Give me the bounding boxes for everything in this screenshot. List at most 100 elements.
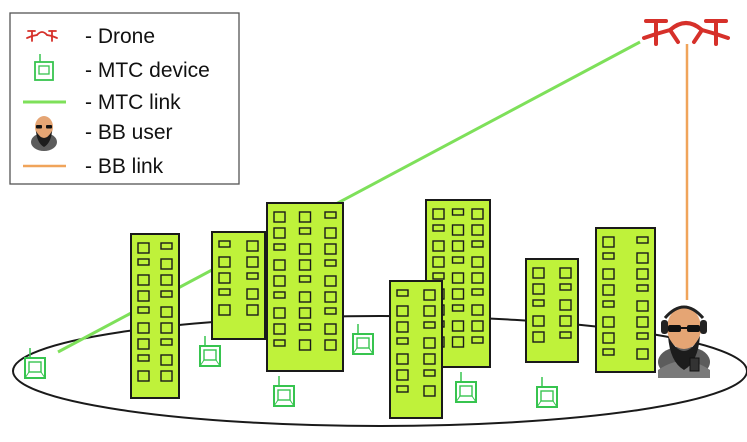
building-window (160, 370, 173, 382)
building-window (451, 256, 465, 264)
building-window (298, 259, 312, 271)
building-window (218, 240, 231, 248)
building-window (559, 267, 572, 279)
building-window (160, 290, 173, 298)
legend: - Drone - MTC device - MTC link - BB use… (9, 12, 240, 185)
building-window (246, 288, 259, 300)
building-window (451, 320, 465, 332)
building-window (471, 256, 484, 268)
legend-mtc-device-icon (34, 54, 54, 81)
building-window (160, 338, 173, 346)
building-window (218, 272, 231, 284)
building-window (137, 290, 150, 302)
building-window (160, 322, 173, 334)
building-window (471, 336, 484, 344)
building-window (636, 332, 649, 340)
building (525, 258, 579, 363)
building-window (324, 339, 337, 351)
building-window (246, 304, 259, 316)
building-window (396, 337, 409, 345)
building-window (218, 288, 231, 296)
building-window (432, 224, 445, 232)
building-window (273, 211, 286, 223)
building-window (246, 272, 259, 280)
building-window (273, 259, 286, 271)
building-window (273, 339, 286, 347)
building-window (532, 267, 545, 279)
building-window (532, 331, 545, 343)
building-window (559, 331, 572, 339)
building-window (532, 315, 545, 327)
mtc-device-icon (273, 376, 295, 407)
legend-label-mtc-link: - MTC link (85, 91, 181, 114)
building-window (636, 348, 649, 360)
building-window (423, 337, 436, 349)
building-window (423, 385, 436, 397)
building-window (636, 284, 649, 292)
building-window (137, 258, 150, 266)
mtc-device-icon (536, 377, 558, 408)
building-window (451, 288, 465, 300)
building-window (298, 339, 312, 351)
building-window (471, 224, 484, 236)
building-window (532, 299, 545, 307)
building-window (324, 211, 337, 219)
building-window (273, 307, 286, 319)
legend-label-drone: - Drone (85, 25, 155, 48)
building-window (324, 227, 337, 239)
building-window (451, 336, 465, 348)
building-window (602, 252, 615, 260)
building-window (559, 315, 572, 327)
building (211, 231, 266, 340)
building-window (471, 208, 484, 220)
buildings-group (130, 199, 656, 419)
building-window (602, 316, 615, 328)
building-window (602, 348, 615, 356)
building-window (273, 323, 286, 335)
legend-label-bb-link: - BB link (85, 155, 164, 178)
building-window (423, 305, 436, 317)
building-window (218, 304, 231, 316)
building-window (218, 256, 231, 268)
mtc-device-icon (455, 372, 477, 403)
building-window (602, 284, 615, 296)
building-window (160, 354, 173, 366)
building-window (273, 243, 286, 251)
building-window (246, 240, 259, 252)
building-window (471, 288, 484, 296)
building-window (160, 242, 173, 250)
building-window (423, 289, 436, 301)
mtc-devices-group (24, 324, 558, 408)
building-window (160, 306, 173, 318)
building-window (324, 291, 337, 303)
drone-icon (642, 19, 730, 46)
building-window (636, 300, 649, 312)
building-window (137, 274, 150, 286)
building-window (273, 227, 286, 239)
legend-box (9, 12, 240, 185)
building (595, 227, 656, 373)
building-window (451, 304, 465, 312)
building-window (432, 208, 445, 220)
building-window (451, 240, 465, 252)
building-window (451, 208, 465, 216)
building-window (396, 369, 409, 381)
building-window (298, 291, 312, 303)
building-window (471, 272, 484, 284)
building-window (137, 322, 150, 334)
building-window (137, 370, 150, 382)
building-window (298, 227, 312, 235)
building-window (602, 300, 615, 308)
bb-user-icon (658, 305, 710, 378)
building-window (396, 321, 409, 333)
building-window (298, 275, 312, 283)
building (130, 233, 180, 399)
building-window (636, 252, 649, 264)
building-window (423, 353, 436, 365)
building (389, 280, 443, 419)
mtc-device-icon (199, 336, 221, 367)
building-window (137, 242, 150, 254)
building-window (432, 240, 445, 252)
building-window (396, 305, 409, 317)
